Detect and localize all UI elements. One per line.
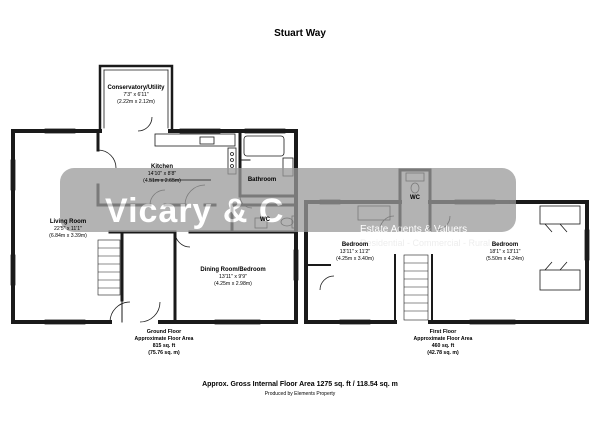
watermark-line2: Residential - Commercial - Rural xyxy=(360,238,490,248)
room-kitchen: Kitchen 14'10" x 8'8" (4.51m x 2.65m) xyxy=(143,164,181,184)
room-dims-metric: (6.84m x 3.39m) xyxy=(49,233,87,239)
room-dining: Dining Room/Bedroom 13'11" x 9'9" (4.25m… xyxy=(200,267,265,287)
producer-credit: Produced by Elements Property xyxy=(265,391,336,397)
plan-title: Stuart Way xyxy=(274,28,326,39)
room-conservatory: Conservatory/Utility 7'3" x 6'11" (2.22m… xyxy=(107,85,165,105)
room-dims-metric: (5.50m x 4.24m) xyxy=(486,256,524,262)
room-name: Bedroom xyxy=(492,242,518,248)
watermark-line1: Estate Agents & Valuers xyxy=(360,224,467,235)
room-name: Bedroom xyxy=(342,242,368,248)
floor-area-sqm: (75.76 sq. m) xyxy=(148,350,180,356)
room-dims-imperial: 13'11" x 9'9" xyxy=(219,274,247,280)
room-bathroom-name: Bathroom xyxy=(248,177,276,183)
floor-area-label: Approximate Floor Area xyxy=(135,336,194,342)
room-dims-metric: (2.22m x 2.12m) xyxy=(117,99,155,105)
room-name: Conservatory/Utility xyxy=(107,85,165,91)
floor-label: Ground Floor xyxy=(147,329,182,335)
room-bedroom-1: Bedroom 13'11" x 11'2" (4.25m x 3.40m) xyxy=(336,242,374,262)
watermark: Vicary & C Estate Agents & Valuers Resid… xyxy=(60,168,516,248)
floor-area-sqm: (42.78 sq. m) xyxy=(427,350,459,356)
room-dims-metric: (4.51m x 2.65m) xyxy=(143,178,181,184)
floor-area-sqft: 815 sq. ft xyxy=(153,343,176,349)
floor-area-label: Approximate Floor Area xyxy=(414,336,473,342)
room-wc-ground-name: WC xyxy=(260,217,271,223)
floor-area-sqft: 460 sq. ft xyxy=(432,343,455,349)
room-dims-metric: (4.25m x 3.40m) xyxy=(336,256,374,262)
room-name: Dining Room/Bedroom xyxy=(200,267,265,273)
room-bedroom-2: Bedroom 18'1" x 13'11" (5.50m x 4.24m) xyxy=(486,242,524,262)
room-dims-metric: (4.25m x 2.98m) xyxy=(214,281,252,287)
room-living: Living Room 22'5" x 11'1" (6.84m x 3.39m… xyxy=(49,219,87,239)
room-dims-imperial: 22'5" x 11'1" xyxy=(54,226,82,232)
ground-floor-area: Ground Floor Approximate Floor Area 815 … xyxy=(135,329,194,356)
room-dims-imperial: 18'1" x 13'11" xyxy=(490,249,521,255)
gross-floor-area: Approx. Gross Internal Floor Area 1275 s… xyxy=(202,381,398,388)
ground-floor-fixtures xyxy=(10,116,299,325)
room-dims-imperial: 7'3" x 6'11" xyxy=(123,92,148,98)
room-wc-first-name: WC xyxy=(410,195,421,201)
room-name: Living Room xyxy=(50,219,86,225)
room-dims-imperial: 13'11" x 11'2" xyxy=(340,249,371,255)
room-dims-imperial: 14'10" x 8'8" xyxy=(148,171,177,177)
floor-label: First Floor xyxy=(430,329,458,335)
room-name: Kitchen xyxy=(151,164,173,170)
first-floor-area: First Floor Approximate Floor Area 460 s… xyxy=(414,329,473,356)
watermark-brand: Vicary & C xyxy=(105,192,284,230)
